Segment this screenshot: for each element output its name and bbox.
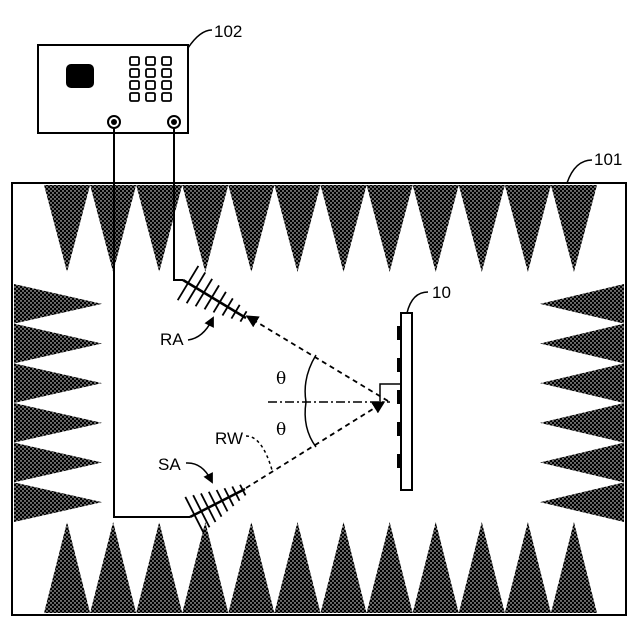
keypad-key [130, 81, 139, 89]
keypad-key [162, 93, 171, 101]
sample-pad [397, 326, 401, 340]
keypad-key [162, 69, 171, 77]
keypad-key [146, 57, 155, 65]
leader-line-101 [567, 160, 592, 183]
keypad-key [130, 69, 139, 77]
label-sa: SA [158, 455, 181, 474]
leader-line-102 [188, 30, 212, 48]
sample-pad [397, 422, 401, 436]
angle-label-upper: θ [276, 369, 286, 389]
keypad-key [130, 93, 139, 101]
sample-pad [397, 454, 401, 468]
keypad-key [146, 81, 155, 89]
measuring-instrument [38, 45, 188, 133]
keypad-key [146, 93, 155, 101]
keypad-key [146, 69, 155, 77]
label-rw: RW [215, 429, 243, 448]
keypad-key [130, 57, 139, 65]
label-102: 102 [214, 22, 242, 41]
sample-pad [397, 358, 401, 372]
keypad-key [162, 57, 171, 65]
keypad-key [162, 81, 171, 89]
sample-pad [397, 390, 401, 404]
instrument-screen-icon [66, 64, 94, 88]
label-101: 101 [594, 150, 622, 169]
label-10: 10 [432, 283, 451, 302]
label-ra: RA [160, 330, 184, 349]
angle-label-lower: θ [276, 420, 286, 440]
